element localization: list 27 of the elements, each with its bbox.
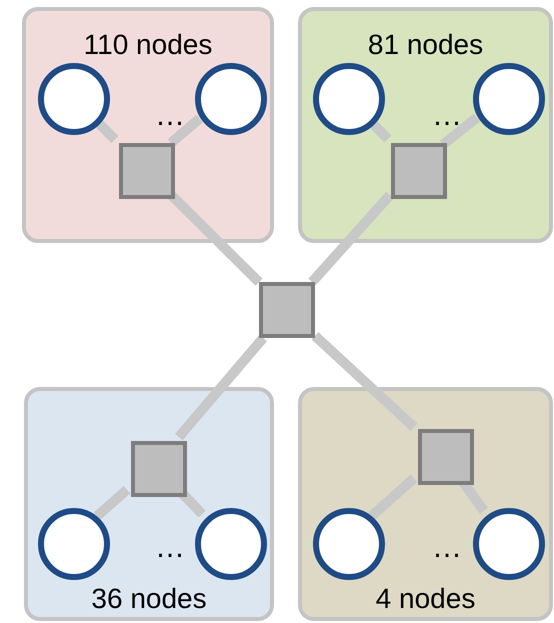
cluster-panel xyxy=(298,387,553,621)
switch-square xyxy=(391,143,447,199)
link-line xyxy=(312,332,418,431)
ellipsis-label: … xyxy=(432,533,462,563)
link-line xyxy=(368,474,418,520)
link-line xyxy=(94,486,130,520)
link-line xyxy=(175,334,267,440)
cluster-label: 81 nodes xyxy=(366,29,484,61)
cluster-panel xyxy=(22,7,274,243)
link-line xyxy=(178,490,206,518)
ellipsis-label: … xyxy=(155,533,185,563)
cluster-label: 4 nodes xyxy=(374,583,476,615)
switch-square xyxy=(418,429,474,485)
link-line xyxy=(167,191,263,286)
cluster-label: 36 nodes xyxy=(90,583,208,615)
switch-square xyxy=(119,143,175,199)
link-line xyxy=(440,114,480,148)
switch-square xyxy=(131,441,187,497)
switch-square xyxy=(259,282,315,338)
node-circle xyxy=(195,508,267,580)
link-line xyxy=(308,192,394,286)
cluster-label: 110 nodes xyxy=(82,29,214,61)
link-line xyxy=(168,114,203,147)
cluster-panel xyxy=(298,7,553,243)
cluster-panel xyxy=(24,387,274,621)
ellipsis-label: … xyxy=(432,101,462,131)
ellipsis-label: … xyxy=(155,101,185,131)
